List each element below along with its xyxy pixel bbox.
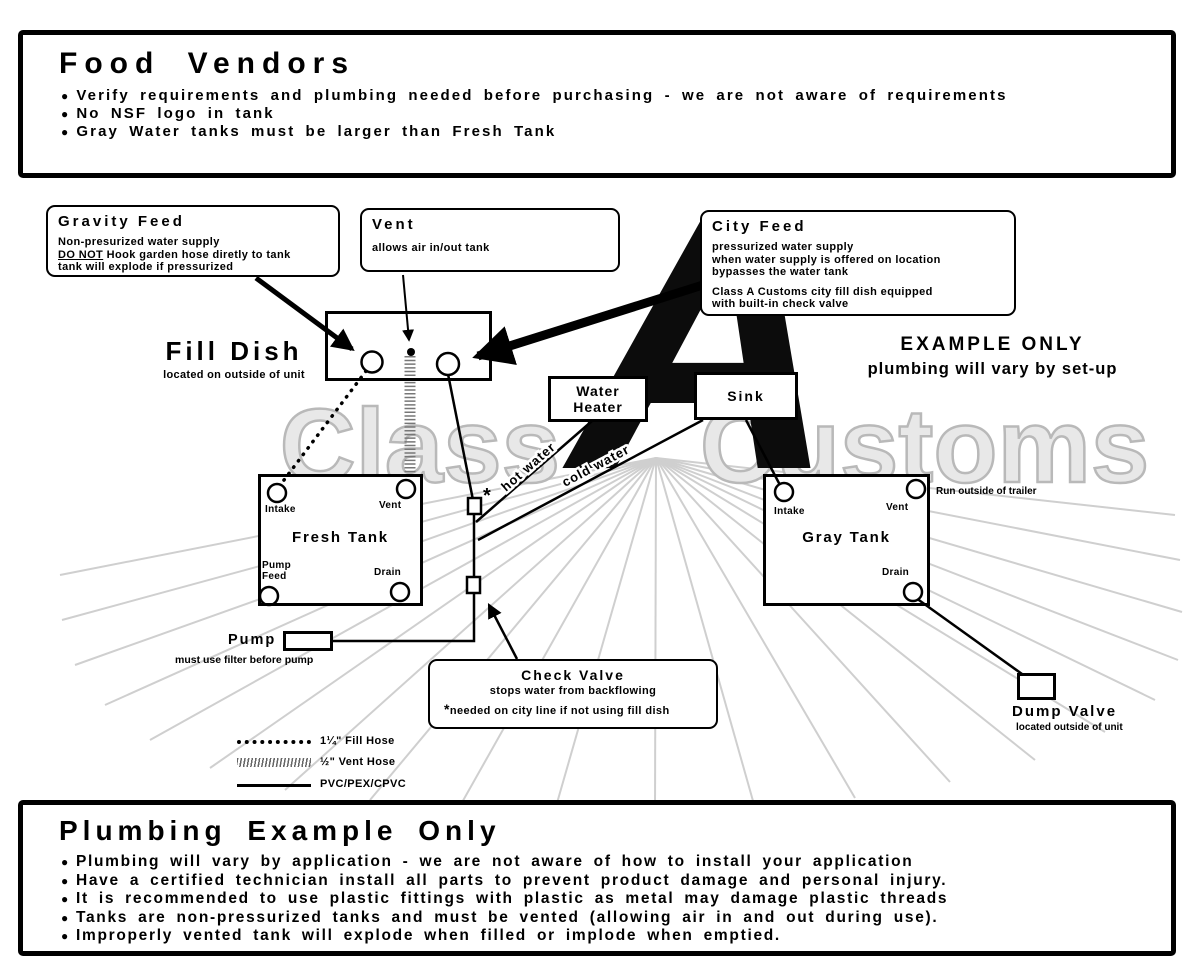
fill-dish-vent-port <box>407 348 415 356</box>
run-outside-note: Run outside of trailer <box>936 486 1037 497</box>
gray-tank-box: Gray Tank Intake Vent Drain <box>763 474 930 606</box>
gravity-feed-line3: tank will explode if pressurized <box>58 261 234 273</box>
hot-water-pipe <box>475 420 593 523</box>
legend-pvc-label: PVC/PEX/CPVC <box>320 778 407 790</box>
check-valve-fitting <box>466 496 483 516</box>
example-only-text: EXAMPLE ONLY <box>900 334 1085 355</box>
dump-pipe <box>915 596 1023 676</box>
pump-label: Pump <box>228 632 277 648</box>
vent-title: Vent <box>372 216 416 233</box>
pump-box <box>283 631 333 651</box>
plumbing-example-title: Plumbing Example Only <box>59 815 501 846</box>
legend-fill-hose-sample <box>237 740 311 744</box>
gray-tank-drain-label: Drain <box>882 567 910 578</box>
vent-line1: allows air in/out tank <box>372 242 490 254</box>
pump-note: must use filter before pump <box>175 654 314 666</box>
legend-fill-hose-label: 1¼" Fill Hose <box>320 735 395 747</box>
check-valve-line1: stops water from backflowing <box>489 685 657 697</box>
fresh-tank-intake-label: Intake <box>265 504 296 515</box>
gray-tank-intake-port <box>773 481 795 503</box>
gray-tank-vent-label: Vent <box>886 502 909 513</box>
gray-tank-vent-port <box>905 478 927 500</box>
gravity-feed-line2: DO NOT Hook garden hose diretly to tank <box>58 249 328 262</box>
fill-dish-city-port <box>435 351 461 377</box>
dump-valve-box <box>1017 673 1056 700</box>
fill-hose-line <box>279 369 368 486</box>
pump-feed-word-2: Feed <box>262 571 287 582</box>
fresh-tank-title: Fresh Tank <box>292 529 389 546</box>
example-vary-text: plumbing will vary by set-up <box>867 360 1118 378</box>
check-valve-star: * <box>444 701 450 717</box>
water-heater-box: Water Heater <box>548 376 648 422</box>
city-feed-line5: with built-in check valve <box>712 298 849 310</box>
plumbing-example-panel: Plumbing Example Only Plumbing will vary… <box>18 800 1176 956</box>
city-feed-line3: bypasses the water tank <box>712 266 849 278</box>
gravity-feed-arrow <box>254 275 355 352</box>
check-valve-callout: Check Valve stops water from backflowing… <box>428 659 718 729</box>
cold-water-pipe <box>477 418 704 542</box>
fresh-tank-pump-feed-label: Pump Feed <box>262 560 291 582</box>
gravity-feed-callout: Gravity Feed Non-presurized water supply… <box>46 205 340 277</box>
fresh-tank-vent-label: Vent <box>379 500 402 511</box>
fill-dish-label-block: Fill Dish located on outside of unit <box>138 336 330 381</box>
vent-arrow <box>402 274 415 342</box>
water-heater-label-1: Water <box>576 383 620 399</box>
fresh-tank-box: Fresh Tank Intake Vent Pump Feed Drain <box>258 474 423 606</box>
bullet-item: Gray Water tanks must be larger than Fre… <box>61 123 1171 141</box>
gray-tank-intake-label: Intake <box>774 506 805 517</box>
fill-dish-title: Fill Dish <box>165 336 303 366</box>
vent-callout: Vent allows air in/out tank <box>360 208 620 272</box>
check-valve-line2-text: needed on city line if not using fill di… <box>449 705 670 717</box>
legend-pvc-sample <box>237 784 311 787</box>
water-heater-label-2: Heater <box>573 399 623 415</box>
check-valve-line2: *needed on city line if not using fill d… <box>444 701 708 717</box>
bullet-item: No NSF logo in tank <box>61 105 1171 123</box>
pump-pipe <box>333 592 476 643</box>
city-feed-line4: Class A Customs city fill dish equipped <box>712 285 933 298</box>
bullet-item: Tanks are non-pressurized tanks and must… <box>61 909 1171 928</box>
gravity-feed-line2-rest: Hook garden hose diretly to tank <box>103 248 291 261</box>
sink-label: Sink <box>727 388 765 404</box>
dump-valve-note: located outside of unit <box>1016 722 1123 733</box>
check-valve-pointer-arrow <box>487 603 519 660</box>
bullet-item: It is recommended to use plastic fitting… <box>61 890 1171 909</box>
pipe-fitting <box>465 575 482 595</box>
fill-dish-box <box>325 311 492 381</box>
city-feed-title: City Feed <box>712 218 807 235</box>
gravity-feed-line1: Non-presurized water supply <box>58 236 220 248</box>
fresh-tank-drain-label: Drain <box>374 567 402 578</box>
fitting-asterisk: * <box>483 485 491 507</box>
food-vendors-title: Food Vendors <box>59 47 356 80</box>
gray-tank-drain-port <box>902 581 924 603</box>
dump-valve-label: Dump Valve <box>1012 703 1118 720</box>
city-feed-line1: pressurized water supply <box>712 241 854 253</box>
legend-vent-hose-sample <box>237 758 311 767</box>
fill-dish-subtitle: located on outside of unit <box>163 369 305 381</box>
city-feed-callout: City Feed pressurized water supply when … <box>700 210 1016 316</box>
bullet-item: Improperly vented tank will explode when… <box>61 927 1171 946</box>
bullet-item: Have a certified technician install all … <box>61 872 1171 891</box>
bullet-item: Plumbing will vary by application - we a… <box>61 853 1171 872</box>
fresh-tank-intake-port <box>266 482 288 504</box>
example-note: EXAMPLE ONLY plumbing will vary by set-u… <box>815 334 1170 379</box>
fresh-tank-drain-port <box>389 581 411 603</box>
city-feed-line2: when water supply is offered on location <box>712 253 941 266</box>
check-valve-title: Check Valve <box>521 667 625 683</box>
bullet-item: Verify requirements and plumbing needed … <box>61 87 1171 105</box>
pump-feed-word-1: Pump <box>262 560 291 571</box>
fresh-tank-vent-port <box>395 478 417 500</box>
sink-box: Sink <box>694 372 798 420</box>
gray-tank-title: Gray Tank <box>802 529 891 546</box>
do-not-warning: DO NOT <box>58 248 104 261</box>
gravity-feed-title: Gravity Feed <box>58 213 185 230</box>
city-pipe <box>446 373 475 501</box>
city-feed-arrow <box>472 279 708 365</box>
legend-vent-hose-label: ½" Vent Hose <box>320 756 396 768</box>
food-vendors-panel: Food Vendors Verify requirements and plu… <box>18 30 1176 178</box>
fill-dish-gravity-port <box>360 350 384 374</box>
